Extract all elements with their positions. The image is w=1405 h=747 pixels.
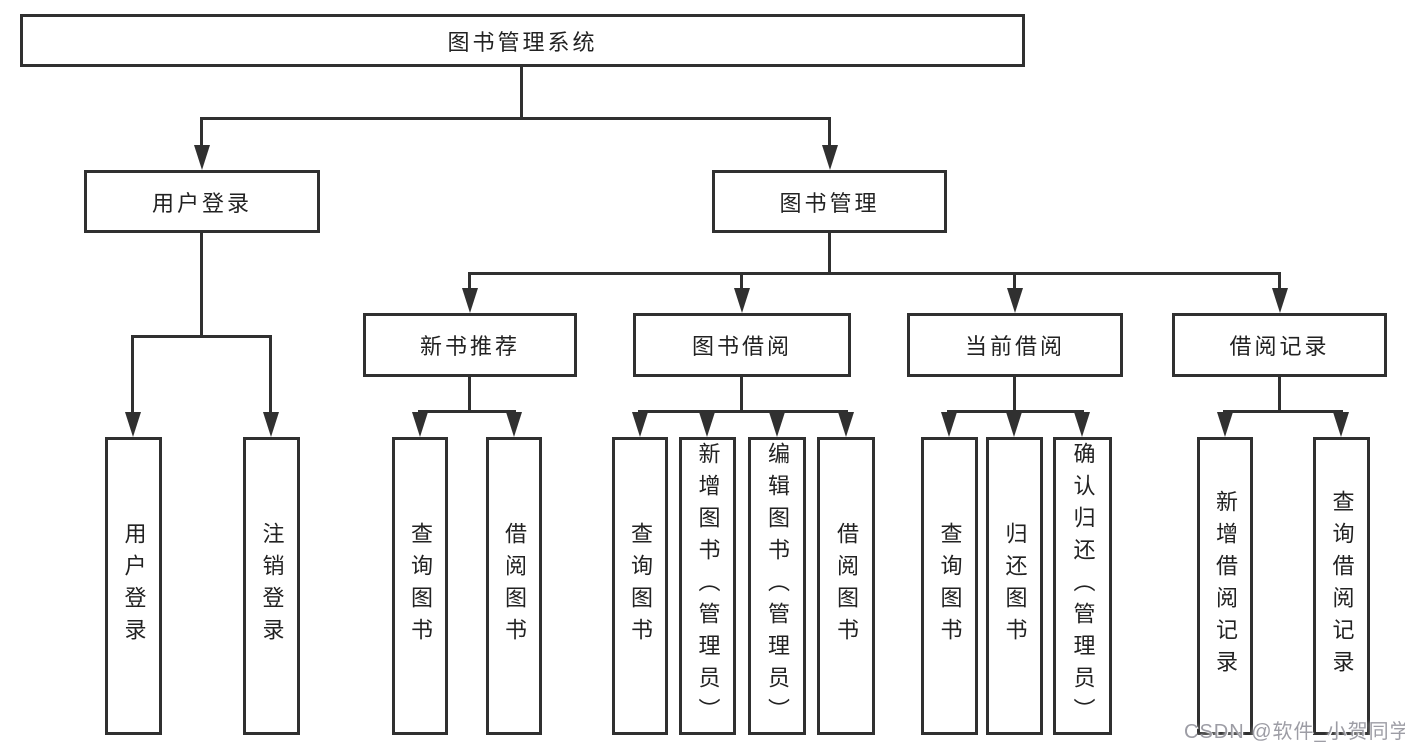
connector-arrowhead-icon (412, 412, 428, 437)
connector-line (828, 117, 831, 149)
connector-arrowhead-icon (1007, 288, 1023, 313)
node-label: 注销登录 (259, 522, 285, 650)
connector-arrowhead-icon (1217, 412, 1233, 437)
connector-line (468, 377, 471, 412)
node-label: 用户登录 (121, 522, 147, 650)
node-label: 编辑图书（管理员） (765, 442, 790, 730)
node-current-borrow: 当前借阅 (907, 313, 1123, 377)
connector-line (1223, 410, 1343, 413)
node-label: 借阅图书 (502, 522, 527, 650)
node-leaf-query-books-recommend: 查询图书 (392, 437, 448, 735)
node-leaf-edit-book-admin: 编辑图书（管理员） (748, 437, 806, 735)
node-new-book-recommend: 新书推荐 (363, 313, 577, 377)
node-label: 当前借阅 (964, 334, 1065, 359)
connector-arrowhead-icon (194, 145, 210, 170)
connector-arrowhead-icon (506, 412, 522, 437)
node-label: 新增借阅记录 (1213, 490, 1238, 682)
connector-line (638, 410, 848, 413)
node-book-borrow: 图书借阅 (633, 313, 851, 377)
connector-line (740, 377, 743, 412)
node-label: 归还图书 (1002, 522, 1028, 650)
node-leaf-query-books-current: 查询图书 (921, 437, 978, 735)
node-label: 查询图书 (408, 522, 433, 650)
node-label: 图书借阅 (691, 334, 792, 359)
connector-arrowhead-icon (822, 145, 838, 170)
connector-line (1278, 377, 1281, 412)
connector-line (740, 272, 743, 290)
connector-line (131, 335, 272, 338)
connector-line (1013, 272, 1016, 290)
connector-line (468, 272, 1281, 275)
connector-arrowhead-icon (699, 412, 715, 437)
node-leaf-add-borrow-record: 新增借阅记录 (1197, 437, 1253, 735)
connector-arrowhead-icon (769, 412, 785, 437)
connector-arrowhead-icon (1006, 412, 1022, 437)
node-leaf-user-login: 用户登录 (105, 437, 162, 735)
connector-line (131, 335, 134, 414)
node-label: 借阅记录 (1229, 334, 1330, 359)
node-book-management: 图书管理 (712, 170, 947, 233)
node-leaf-add-book-admin: 新增图书（管理员） (679, 437, 736, 735)
node-label: 新增图书（管理员） (695, 442, 721, 730)
connector-arrowhead-icon (462, 288, 478, 313)
node-user-login: 用户登录 (84, 170, 320, 233)
node-leaf-return-books: 归还图书 (986, 437, 1043, 735)
node-label: 用户登录 (151, 190, 252, 216)
node-label: 借阅图书 (834, 522, 859, 650)
connector-line (200, 117, 203, 149)
connector-line (828, 233, 831, 274)
node-label: 确认归还（管理员） (1070, 442, 1096, 730)
watermark: CSDN @软件_小贺同学 (1184, 721, 1405, 743)
connector-arrowhead-icon (941, 412, 957, 437)
node-leaf-query-books-borrow: 查询图书 (612, 437, 668, 735)
connector-line (520, 67, 523, 119)
node-label: 图书管理系统 (447, 29, 598, 55)
node-leaf-confirm-return-admin: 确认归还（管理员） (1053, 437, 1112, 735)
connector-line (1278, 272, 1281, 290)
connector-line (200, 117, 831, 120)
node-label: 查询图书 (628, 522, 653, 650)
connector-line (418, 410, 516, 413)
node-leaf-query-borrow-record: 查询借阅记录 (1313, 437, 1370, 735)
connector-line (947, 410, 1084, 413)
node-label: 查询图书 (937, 522, 963, 650)
node-root: 图书管理系统 (20, 14, 1025, 67)
connector-line (468, 272, 471, 290)
connector-arrowhead-icon (734, 288, 750, 313)
connector-arrowhead-icon (632, 412, 648, 437)
node-leaf-borrow-books: 借阅图书 (817, 437, 875, 735)
connector-arrowhead-icon (838, 412, 854, 437)
node-leaf-borrow-books-recommend: 借阅图书 (486, 437, 542, 735)
connector-arrowhead-icon (1074, 412, 1090, 437)
connector-line (200, 233, 203, 337)
node-label: 图书管理 (779, 190, 880, 216)
connector-arrowhead-icon (125, 412, 141, 437)
connector-line (1013, 377, 1016, 412)
connector-arrowhead-icon (263, 412, 279, 437)
node-leaf-logout: 注销登录 (243, 437, 300, 735)
node-borrow-records: 借阅记录 (1172, 313, 1387, 377)
node-label: 新书推荐 (419, 334, 520, 359)
connector-arrowhead-icon (1272, 288, 1288, 313)
node-label: 查询借阅记录 (1329, 490, 1355, 682)
connector-line (269, 335, 272, 414)
connector-arrowhead-icon (1333, 412, 1349, 437)
